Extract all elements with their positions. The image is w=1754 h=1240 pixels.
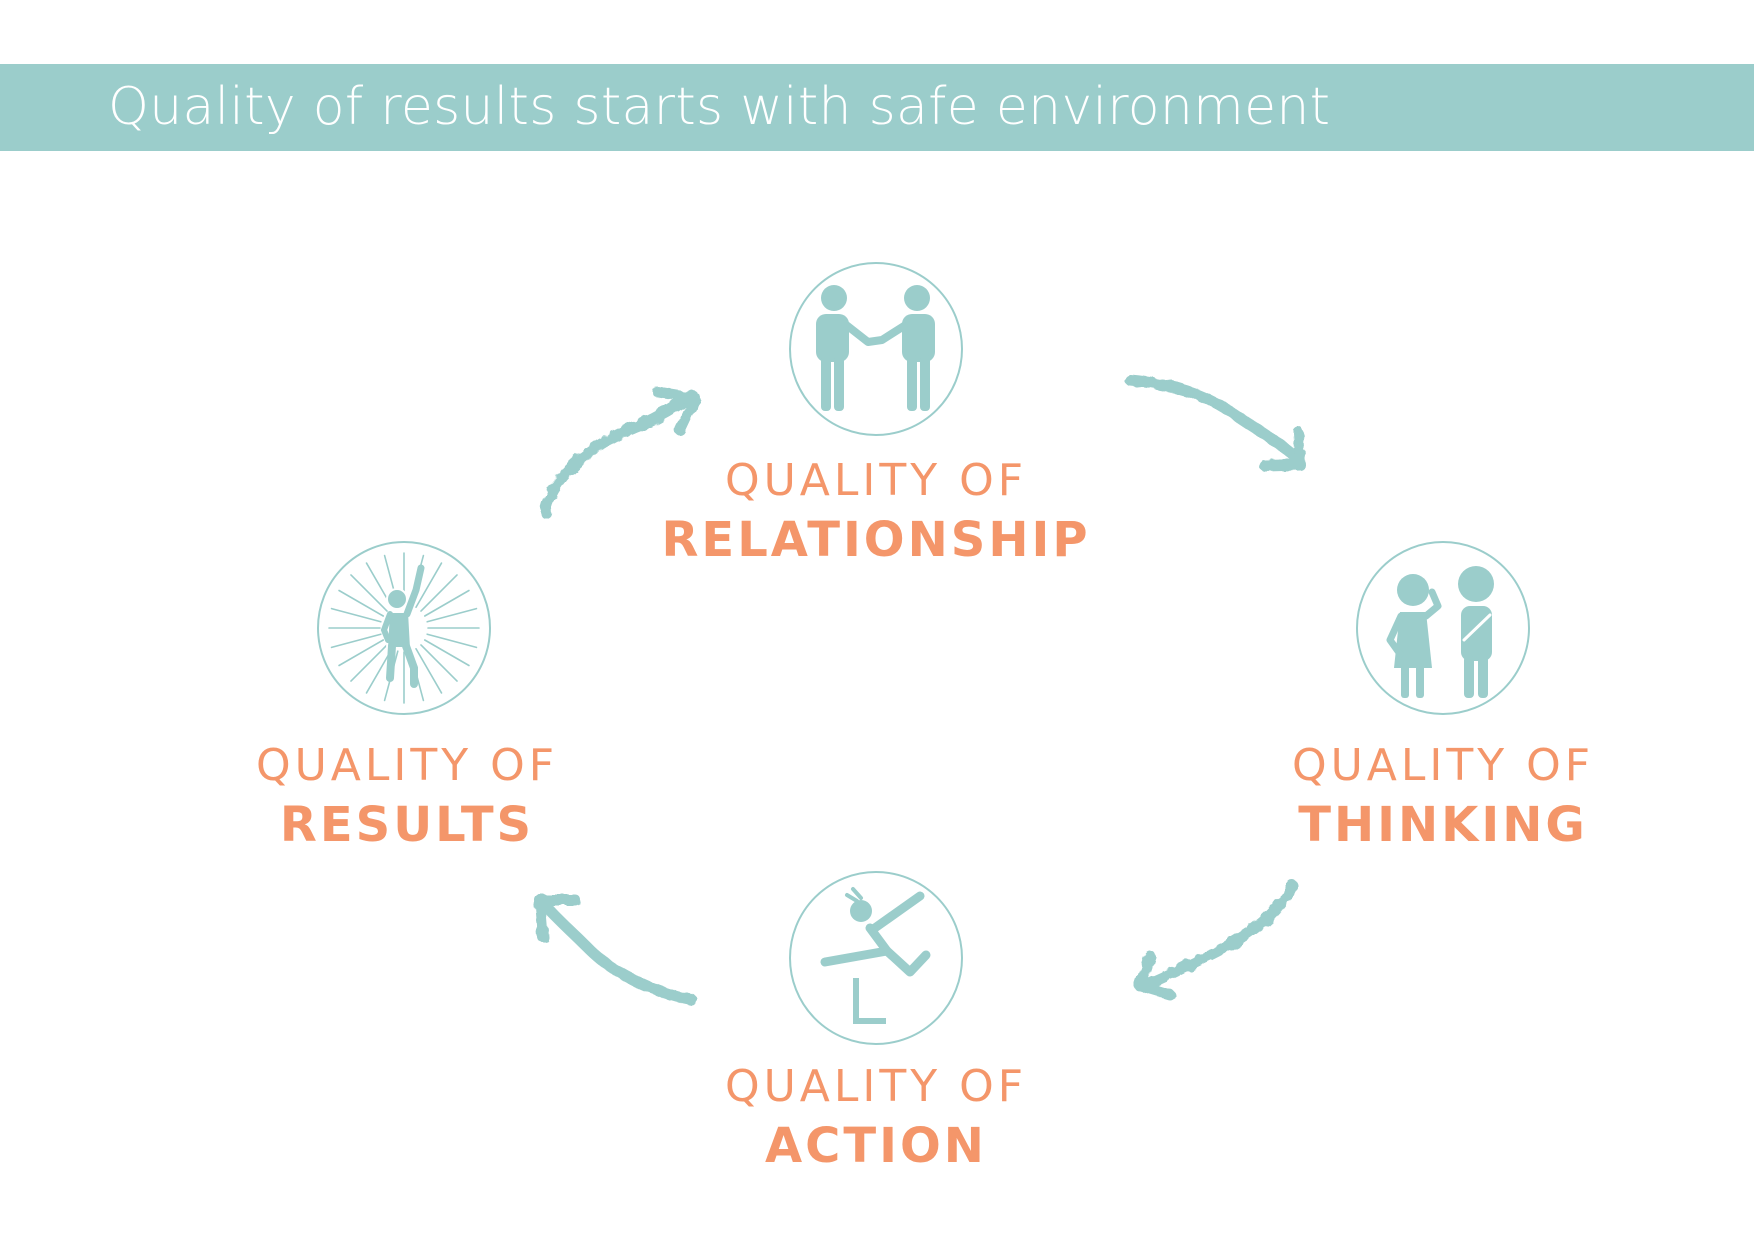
action-label-line1: QUALITY OF — [724, 1061, 1028, 1112]
results-label: QUALITY OF RESULTS — [157, 737, 657, 855]
jumping-hurdle-icon — [820, 887, 931, 1024]
action-label-line2: ACTION — [765, 1118, 987, 1174]
title-banner: Quality of results starts with safe envi… — [0, 64, 1754, 151]
results-label-line1: QUALITY OF — [255, 740, 559, 791]
action-icon-circle — [789, 871, 963, 1045]
results-icon-circle — [317, 541, 491, 715]
relationship-label-line1: QUALITY OF — [724, 455, 1028, 506]
thinking-label: QUALITY OF THINKING — [1193, 737, 1693, 855]
thinking-people-icon — [1386, 566, 1494, 698]
relationship-icon-circle — [789, 262, 963, 436]
handshake-icon — [816, 285, 935, 411]
relationship-label: QUALITY OF RELATIONSHIP — [626, 452, 1126, 570]
celebrating-person-icon — [328, 552, 480, 704]
results-label-line2: RESULTS — [279, 797, 535, 853]
arrow-action-to-results — [534, 894, 698, 1006]
action-label: QUALITY OF ACTION — [626, 1058, 1126, 1176]
relationship-label-line2: RELATIONSHIP — [661, 512, 1091, 568]
page-title: Quality of results starts with safe envi… — [108, 77, 1331, 137]
thinking-icon-circle — [1356, 541, 1530, 715]
thinking-label-line2: THINKING — [1298, 797, 1588, 853]
arrow-relationship-to-thinking — [1124, 374, 1306, 472]
arrow-results-to-relationship — [539, 386, 701, 518]
arrow-thinking-to-action — [1134, 879, 1298, 1001]
thinking-label-line1: QUALITY OF — [1291, 740, 1595, 791]
